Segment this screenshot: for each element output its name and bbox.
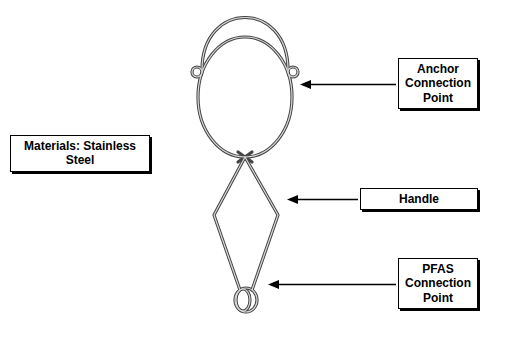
anchor-ring-highlight bbox=[198, 37, 292, 157]
anchor-ring bbox=[198, 37, 292, 157]
leader-line bbox=[277, 284, 396, 286]
anchor-bail bbox=[202, 18, 288, 71]
eyelet bbox=[288, 67, 298, 77]
pfas-loop bbox=[235, 288, 257, 312]
handle-wire bbox=[245, 157, 278, 290]
callout-text: Anchor Connection Point bbox=[405, 62, 471, 105]
eyelet bbox=[192, 67, 202, 77]
callout-text: PFAS Connection Point bbox=[405, 262, 471, 305]
handle-wire bbox=[214, 157, 245, 290]
callout-text: Materials: Stainless Steel bbox=[17, 139, 143, 168]
eyelet-highlight bbox=[288, 67, 298, 77]
leader-line bbox=[309, 84, 396, 86]
callout-box: PFAS Connection Point bbox=[398, 258, 478, 309]
eyelet-highlight bbox=[192, 67, 202, 77]
note-box: Materials: Stainless Steel bbox=[10, 135, 150, 172]
handle-highlight bbox=[245, 157, 278, 290]
pfas-loop-highlight bbox=[236, 289, 250, 311]
callout-text: Handle bbox=[367, 192, 471, 206]
leader-line bbox=[296, 199, 358, 201]
anchor-bail-highlight bbox=[202, 18, 288, 71]
arrowhead bbox=[300, 80, 311, 89]
callout-box: Anchor Connection Point bbox=[398, 58, 478, 109]
handle-highlight bbox=[214, 157, 245, 290]
arrowhead bbox=[287, 195, 298, 204]
pfas-loop bbox=[236, 289, 250, 311]
arrowhead bbox=[268, 280, 279, 289]
callout-box: Handle bbox=[360, 188, 478, 210]
pfas-loop-highlight bbox=[235, 288, 257, 312]
